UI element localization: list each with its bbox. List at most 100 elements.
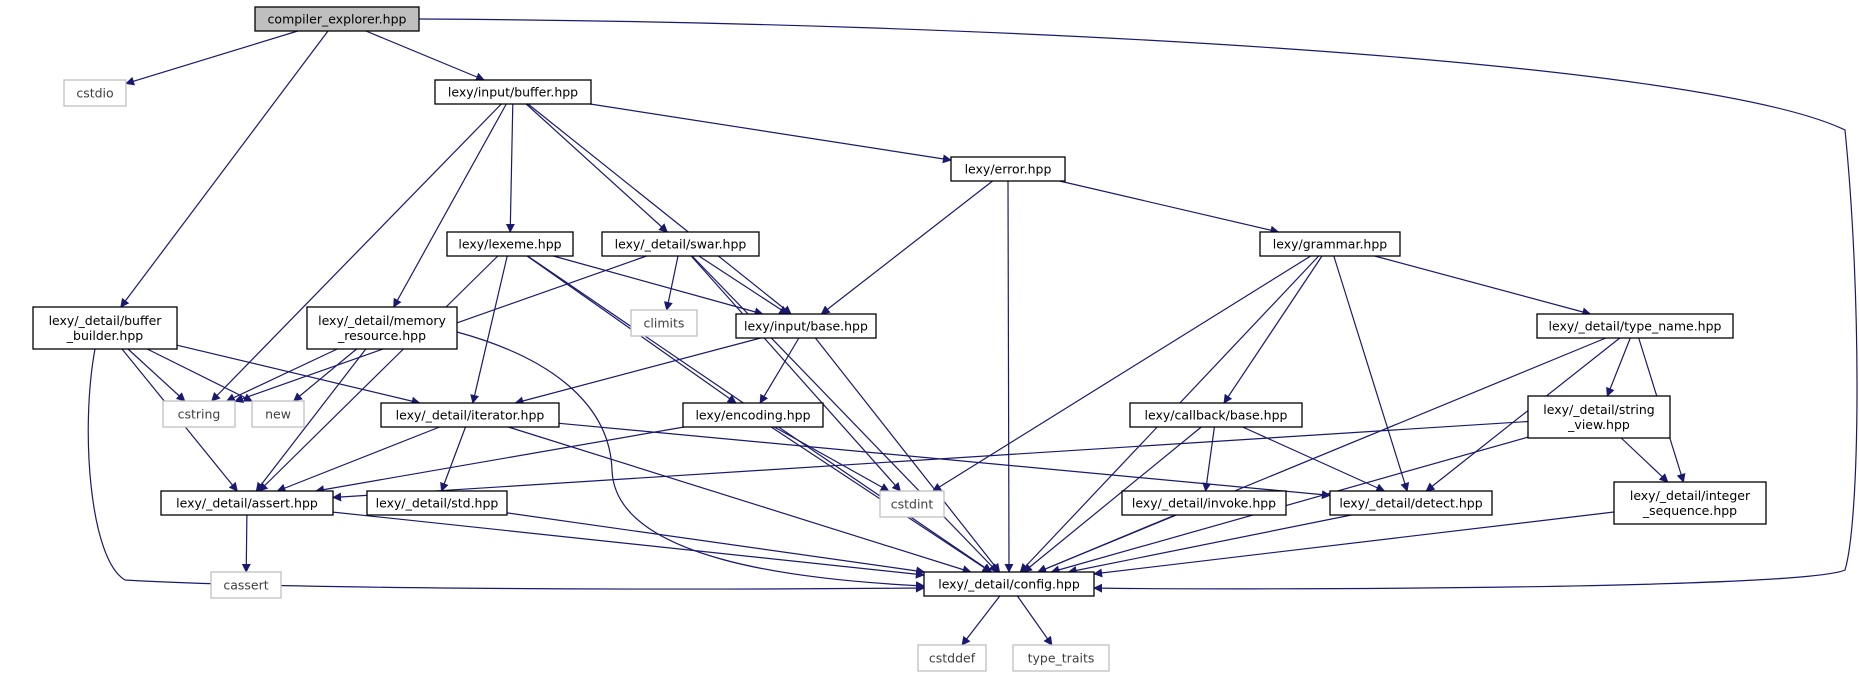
edge-assert-to-config [332,511,925,579]
edge-grammar-to-type_name [1374,255,1592,317]
node-input-base[interactable]: lexy/input/base.hpp [735,313,877,339]
edge-string_view-to-config [1050,436,1529,575]
edge-compiler_explorer-to-cstdio [125,30,298,86]
node-buffer-builder[interactable]: lexy/_detail/buffer_builder.hpp [32,306,178,350]
node-box [251,400,305,428]
node-label: _sequence.hpp [1642,503,1737,518]
edge-lexeme-to-iterator [470,255,508,404]
edge-error-to-config [1004,180,1014,573]
edge-string_view-to-integer_sequence [1620,437,1669,483]
edge-input_buffer-to-error [590,103,952,164]
edge-input_buffer-to-memory_resource [393,103,507,308]
edge-callback_base-to-detect [1242,426,1386,492]
edge-lexeme-to-assert [258,255,499,492]
node-label: lexy/_detail/integer [1630,488,1751,503]
edge-buffer_builder-to-new [146,348,253,402]
node-grammar[interactable]: lexy/grammar.hpp [1259,231,1401,257]
edge-assert-to-cassert [241,514,251,573]
edge-input_buffer-to-lexeme [505,103,515,233]
node-string-view[interactable]: lexy/_detail/string_view.hpp [1527,395,1671,439]
node-std[interactable]: lexy/_detail/std.hpp [366,490,508,516]
node-box [366,490,508,516]
node-label: lexy/_detail/config.hpp [938,577,1080,592]
edge-encoding-to-cstdint [774,426,890,492]
node-encoding[interactable]: lexy/encoding.hpp [682,402,824,428]
node-label: lexy/_detail/assert.hpp [176,496,318,511]
edge-callback_base-to-invoke [1202,426,1215,492]
node-box [63,79,127,107]
node-label: _builder.hpp [66,328,143,343]
edge-input_base-to-encoding [759,337,800,404]
edge-iterator-to-config [508,426,972,574]
node-lexeme[interactable]: lexy/lexeme.hpp [446,231,574,257]
node-label: cstring [178,407,221,422]
edge-encoding-to-assert [315,426,685,495]
edge-std-to-config [506,512,926,576]
node-label: lexy/_detail/iterator.hpp [396,408,545,423]
edge-compiler_explorer-to-input_buffer [365,30,485,82]
node-label: lexy/grammar.hpp [1273,237,1388,252]
edge-buffer_builder-to-iterator [176,344,421,406]
node-input-buffer[interactable]: lexy/input/buffer.hpp [434,79,592,105]
node-label: lexy/_detail/memory [318,313,446,328]
node-label: lexy/lexeme.hpp [458,237,561,252]
node-label: lexy/_detail/buffer [49,313,163,328]
node-type-traits: type_traits [1012,644,1110,672]
edge-invoke-to-config [1037,514,1176,574]
edge-input_buffer-to-cstring [211,103,502,402]
node-label: climits [644,316,685,331]
edge-detect-to-config [1067,514,1352,575]
node-assert[interactable]: lexy/_detail/assert.hpp [160,490,334,516]
node-label: compiler_explorer.hpp [268,12,407,27]
node-label: lexy/error.hpp [965,162,1052,177]
edge-buffer_builder-to-cstring [127,348,186,402]
edge-config-to-cstddef [961,595,1001,646]
edge-type_name-to-detect [1425,337,1621,492]
node-label: lexy/_detail/invoke.hpp [1132,496,1276,511]
edge-swar-to-config [691,255,999,573]
node-type-name[interactable]: lexy/_detail/type_name.hpp [1536,313,1734,339]
node-label: lexy/input/base.hpp [744,319,868,334]
edge-config-to-type_traits [1016,595,1053,646]
edge-lexeme-to-input_base [553,255,764,317]
node-box [160,490,334,516]
edge-swar-to-input_base [698,255,789,315]
node-integer-sequence[interactable]: lexy/_detail/integer_sequence.hpp [1613,481,1767,525]
node-label: type_traits [1028,651,1095,666]
node-cstdint: cstdint [879,490,945,518]
node-memory-resource[interactable]: lexy/_detail/memory_resource.hpp [306,306,458,350]
edge-memory_resource-to-cstring [225,348,338,402]
node-label: lexy/_detail/swar.hpp [615,237,747,252]
node-compiler-explorer[interactable]: compiler_explorer.hpp [254,6,420,32]
node-label: lexy/input/buffer.hpp [448,85,578,100]
node-box [446,231,574,257]
edge-compiler_explorer-to-config [418,18,1858,593]
node-detect[interactable]: lexy/_detail/detect.hpp [1329,490,1493,516]
edge-grammar-to-detect [1333,255,1410,492]
node-label: lexy/_detail/string [1543,402,1654,417]
node-config[interactable]: lexy/_detail/config.hpp [923,571,1095,597]
node-box [162,400,236,428]
edge-compiler_explorer-to-buffer_builder [120,30,329,308]
node-box [682,402,824,428]
node-box [630,309,698,337]
node-invoke[interactable]: lexy/_detail/invoke.hpp [1121,490,1287,516]
node-label: cassert [223,578,268,593]
node-box [879,490,945,518]
node-label: lexy/_detail/detect.hpp [1339,496,1482,511]
node-error[interactable]: lexy/error.hpp [950,156,1066,182]
edge-input_base-to-config [814,337,1001,573]
node-cstdio: cstdio [63,79,127,107]
node-box [1329,490,1493,516]
node-callback-base[interactable]: lexy/callback/base.hpp [1129,402,1303,428]
edge-iterator-to-detect [558,422,1331,500]
edge-grammar-to-cstdint [932,255,1312,492]
node-swar[interactable]: lexy/_detail/swar.hpp [601,231,760,257]
edge-buffer_builder-to-config [87,348,925,593]
node-iterator[interactable]: lexy/_detail/iterator.hpp [380,402,560,428]
node-climits: climits [630,309,698,337]
node-label: cstdint [891,497,934,512]
node-box [1613,481,1767,525]
edge-grammar-to-callback_base [1223,255,1323,404]
